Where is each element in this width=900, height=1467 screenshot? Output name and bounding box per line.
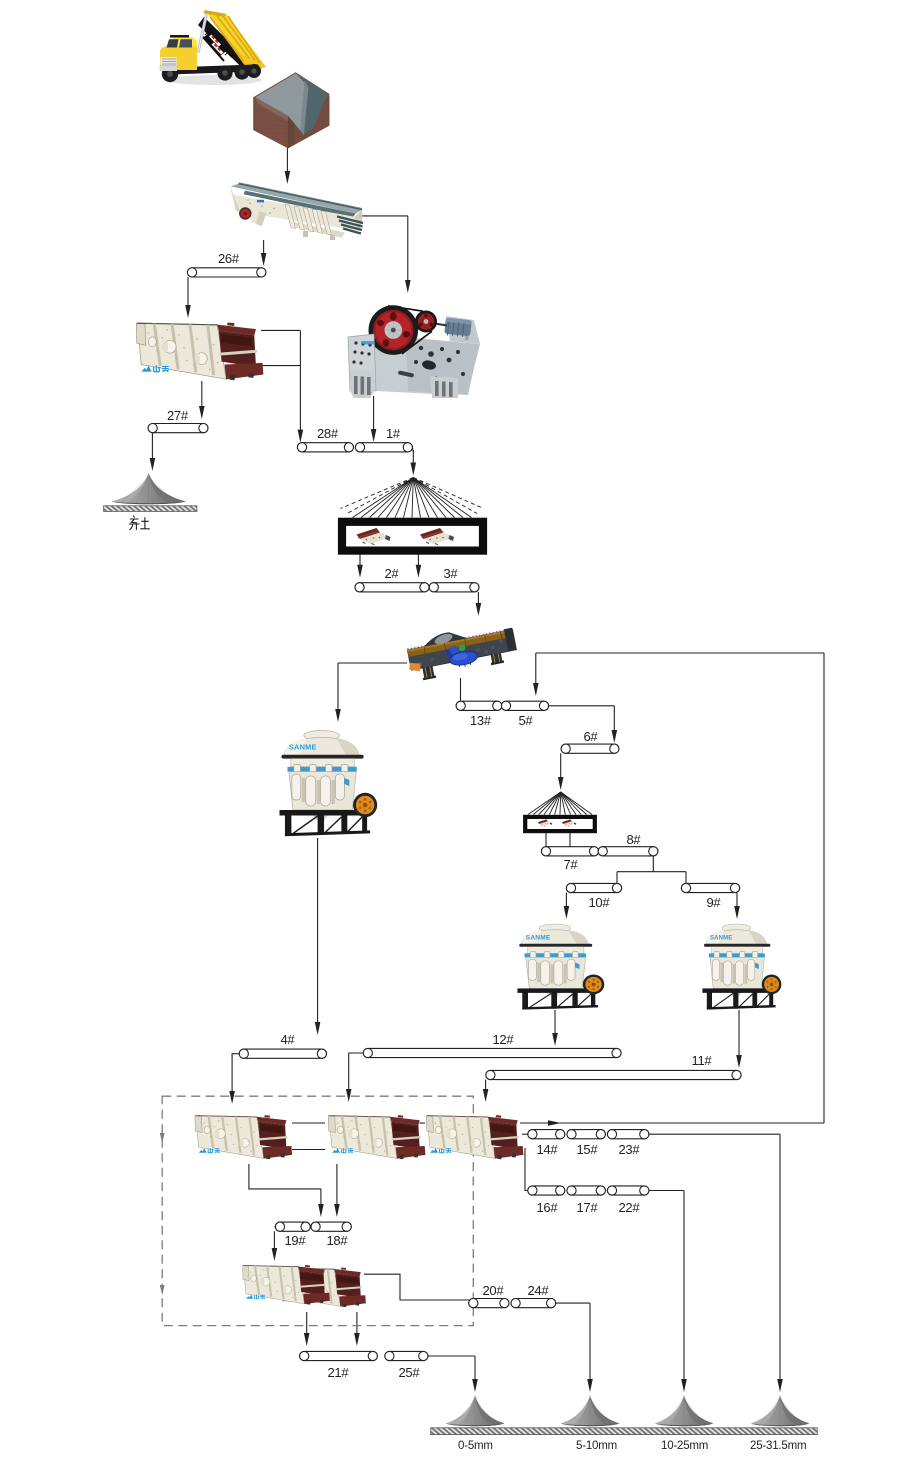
svg-text:3#: 3# bbox=[444, 566, 459, 581]
svg-text:7#: 7# bbox=[564, 857, 579, 872]
svg-text:5#: 5# bbox=[519, 713, 534, 728]
svg-text:14#: 14# bbox=[537, 1142, 559, 1157]
svg-text:20#: 20# bbox=[483, 1283, 505, 1298]
svg-text:5-10mm: 5-10mm bbox=[576, 1440, 617, 1452]
svg-text:21#: 21# bbox=[328, 1365, 350, 1380]
svg-text:23#: 23# bbox=[619, 1142, 641, 1157]
svg-text:0-5mm: 0-5mm bbox=[458, 1440, 493, 1452]
svg-text:11#: 11# bbox=[692, 1053, 713, 1068]
svg-text:10#: 10# bbox=[589, 895, 611, 910]
svg-text:19#: 19# bbox=[285, 1233, 307, 1248]
svg-text:25#: 25# bbox=[399, 1365, 421, 1380]
svg-text:6#: 6# bbox=[584, 729, 599, 744]
svg-text:4#: 4# bbox=[281, 1032, 296, 1047]
svg-text:24#: 24# bbox=[528, 1283, 550, 1298]
svg-text:2#: 2# bbox=[385, 566, 400, 581]
svg-text:8#: 8# bbox=[627, 832, 642, 847]
svg-text:15#: 15# bbox=[577, 1142, 599, 1157]
svg-text:25-31.5mm: 25-31.5mm bbox=[750, 1440, 806, 1452]
svg-text:9#: 9# bbox=[707, 895, 722, 910]
svg-text:22#: 22# bbox=[619, 1200, 641, 1215]
svg-text:27#: 27# bbox=[167, 408, 189, 423]
svg-text:17#: 17# bbox=[577, 1200, 599, 1215]
svg-text:12#: 12# bbox=[493, 1032, 515, 1047]
svg-text:13#: 13# bbox=[470, 713, 492, 728]
svg-text:10-25mm: 10-25mm bbox=[661, 1440, 708, 1452]
svg-text:28#: 28# bbox=[317, 426, 339, 441]
svg-text:26#: 26# bbox=[218, 251, 240, 266]
svg-text:1#: 1# bbox=[386, 426, 401, 441]
svg-text:16#: 16# bbox=[537, 1200, 559, 1215]
svg-text:18#: 18# bbox=[327, 1233, 349, 1248]
